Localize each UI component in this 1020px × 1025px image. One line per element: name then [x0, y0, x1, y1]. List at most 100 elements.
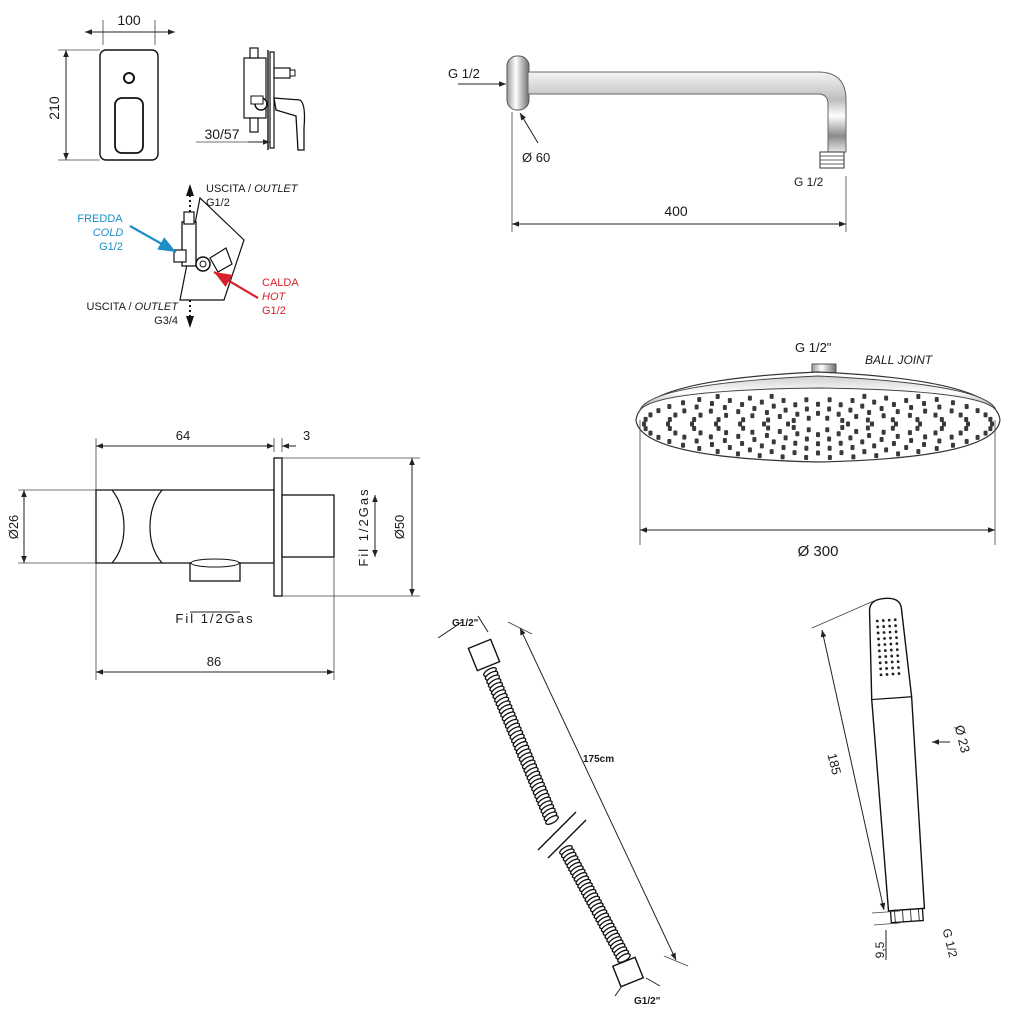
nozzle-dot [741, 417, 746, 423]
nozzle-dot [727, 444, 732, 450]
nozzle-dot [860, 439, 865, 445]
hand-nozzle-dot [888, 630, 892, 634]
nozzle-dot [806, 415, 811, 421]
nozzle-dot [909, 437, 914, 443]
nozzle-dot [667, 438, 672, 444]
nozzle-dot [741, 425, 746, 431]
nozzle-dot [681, 400, 686, 406]
nozzle-dot [643, 426, 648, 432]
nozzle-dot [860, 403, 865, 409]
nozzle-dot [918, 421, 922, 427]
nozzle-dot [750, 413, 755, 419]
hand-shower-length: 185 [824, 752, 844, 777]
arm-outlet-label: G 1/2 [794, 175, 824, 189]
nozzle-dot [771, 403, 776, 409]
arm-inlet-label: G 1/2 [448, 66, 480, 81]
arm-length-label: 400 [664, 203, 688, 219]
hand-nozzle-dot [890, 654, 894, 658]
hand-nozzle-dot [895, 642, 899, 646]
hose-coil-upper [483, 666, 559, 826]
nozzle-dot [697, 446, 702, 452]
arm-tube [527, 71, 847, 153]
hose-bottom-nut [611, 956, 645, 988]
nozzle-dot [764, 410, 769, 416]
nozzle-dot [983, 430, 988, 436]
nozzle-dot [694, 438, 699, 444]
nozzle-dot [766, 425, 771, 431]
nozzle-dot [682, 408, 687, 414]
nozzle-dot [939, 425, 944, 431]
nozzle-dot [791, 425, 796, 431]
hand-nozzle-dot [894, 630, 898, 634]
nozzle-dot [966, 421, 970, 427]
nozzle-dot [759, 399, 764, 405]
nozzle-dot [851, 454, 856, 460]
outlet-wall-thread [281, 494, 335, 558]
nozzle-dot [727, 398, 732, 404]
hot-label: CALDA [262, 277, 299, 289]
nozzle-dot [752, 406, 757, 412]
nozzle-dot [736, 433, 741, 439]
shower-arm-drawing: G 1/2 Ø 60 G 1/2 400 [448, 55, 847, 232]
nozzle-dot [827, 445, 832, 451]
nozzle-dot [854, 428, 859, 434]
cold-label-en: COLD [93, 227, 124, 239]
nozzle-dot [816, 441, 820, 447]
nozzle-dot [881, 429, 886, 435]
hand-shower-drawing: 185 Ø 23 9,5 G 1/2 [811, 597, 973, 960]
nozzle-dot [827, 406, 832, 412]
nozzle-dot [988, 426, 993, 432]
head-diameter-label: Ø 300 [798, 543, 839, 560]
diverter-valve-iso: USCITA / OUTLET G1/2 FREDDA COLD G1/2 CA… [77, 183, 299, 328]
rain-shower-head-drawing: G 1/2" BALL JOINT Ø 300 [635, 340, 1001, 560]
nozzle-dot [825, 427, 830, 433]
nozzle-dot [937, 404, 942, 410]
cold-inlet-arrow [129, 225, 177, 253]
nozzle-dot [740, 440, 745, 446]
hand-shower-thread [889, 907, 924, 924]
nozzle-dot [738, 421, 742, 427]
arm-flange-diameter: Ø 60 [522, 150, 550, 165]
outlet-body [95, 489, 275, 564]
nozzle-dot [939, 417, 944, 423]
hand-nozzle-dot [885, 667, 888, 670]
nozzle-dot [933, 412, 938, 418]
nozzle-dot [757, 453, 762, 459]
nozzle-dot [648, 412, 653, 418]
outlet-body-diameter: Ø26 [6, 515, 21, 540]
nozzle-dot [848, 407, 853, 413]
nozzle-dot [716, 425, 721, 431]
nozzle-dot [934, 446, 939, 452]
nozzle-dot [865, 425, 870, 431]
nozzle-dot [916, 394, 921, 400]
nozzle-dot [850, 444, 855, 450]
mixer-side-view: 30/57 [196, 47, 306, 151]
nozzle-dot [879, 436, 884, 442]
nozzle-dot [698, 430, 703, 436]
nozzle-dot [673, 412, 678, 418]
nozzle-dot [786, 421, 790, 427]
cold-label: FREDDA [77, 213, 123, 225]
nozzle-dot [839, 450, 844, 456]
nozzle-dot [708, 408, 713, 414]
nozzle-dot [777, 414, 782, 420]
nozzle-dot [643, 416, 648, 422]
nozzle-dot [825, 415, 830, 421]
hot-size: G1/2 [262, 305, 286, 317]
hand-nozzle-dot [882, 625, 886, 628]
nozzle-dot [827, 397, 832, 403]
nozzle-dot [673, 430, 678, 436]
nozzle-dot [846, 421, 850, 427]
nozzle-dot [848, 435, 853, 441]
nozzle-dot [874, 453, 879, 459]
head-connection-label: G 1/2" [795, 340, 832, 355]
plate-height-label: 210 [46, 96, 62, 120]
nozzle-dot [804, 406, 809, 412]
nozzle-dot [975, 408, 980, 414]
outlet-bottom-label: USCITA / OUTLET [87, 301, 180, 313]
nozzle-dot [923, 408, 928, 414]
nozzle-dot [762, 421, 766, 427]
nozzle-dot [915, 417, 920, 423]
nozzle-dot [879, 406, 884, 412]
hand-nozzle-dot [889, 642, 893, 646]
